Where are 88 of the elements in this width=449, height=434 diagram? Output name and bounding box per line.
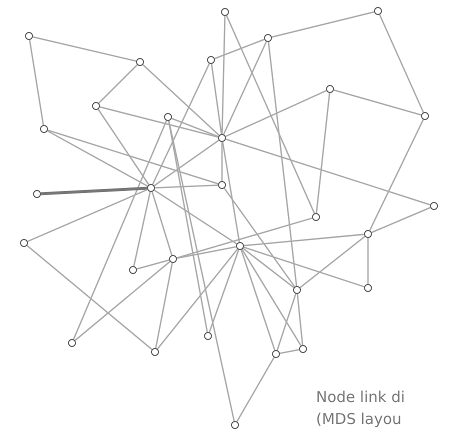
- edge-line: [210, 64, 222, 134]
- graph-node: [430, 202, 438, 210]
- edge-line: [156, 248, 238, 350]
- edge-line: [26, 245, 152, 350]
- edge-line: [226, 15, 316, 214]
- edge-line: [223, 41, 267, 135]
- edge-line: [152, 192, 172, 256]
- graph-node: [264, 34, 272, 42]
- edge-line: [369, 119, 424, 231]
- graph-node: [218, 134, 226, 142]
- graph-node: [374, 7, 382, 15]
- caption-text: (MDS layou: [316, 410, 402, 428]
- edge-line: [221, 142, 223, 181]
- edge-line: [226, 138, 430, 206]
- graph-node: [231, 421, 239, 429]
- graph-node: [364, 230, 372, 238]
- graph-node: [164, 113, 172, 121]
- edge-line: [296, 294, 304, 346]
- graph-node: [40, 125, 48, 133]
- edge-line: [27, 188, 148, 242]
- edge-line: [136, 259, 170, 270]
- edge-line: [98, 108, 150, 186]
- edge-line: [32, 36, 136, 62]
- edge-line: [241, 249, 302, 346]
- graph-node: [299, 345, 307, 353]
- graph-node: [147, 184, 155, 192]
- edge-line: [240, 250, 276, 350]
- edge-line: [47, 130, 148, 187]
- edge-line: [244, 234, 364, 246]
- graph-node: [68, 339, 76, 347]
- edge-line: [142, 64, 220, 136]
- graph-node: [204, 332, 212, 340]
- edge-line: [72, 120, 168, 340]
- edge-line: [28, 40, 44, 126]
- edge-line: [208, 250, 240, 332]
- graph-node: [207, 56, 215, 64]
- graph-node: [151, 348, 159, 356]
- edge-line: [334, 89, 422, 116]
- edge-line: [214, 38, 265, 60]
- edge-line: [171, 118, 219, 138]
- graph-node: [33, 190, 41, 198]
- edge-line: [276, 294, 296, 350]
- edge-line: [272, 11, 374, 38]
- edge-line: [224, 188, 296, 288]
- edge-line: [152, 63, 210, 185]
- edge-line: [316, 92, 330, 214]
- edge-line: [371, 206, 431, 234]
- graph-node: [129, 266, 137, 274]
- graph-node: [236, 242, 244, 250]
- edge-line: [98, 64, 138, 104]
- graph-node: [92, 102, 100, 110]
- graph-node: [272, 350, 280, 358]
- graph-node: [364, 284, 372, 292]
- edge-line: [244, 246, 364, 288]
- graph-node: [169, 255, 177, 263]
- edge-line: [168, 120, 235, 422]
- graph-node: [218, 181, 226, 189]
- edge-line: [154, 184, 218, 189]
- graph-node: [326, 85, 334, 93]
- edge-line: [268, 42, 298, 286]
- edge-line: [221, 16, 226, 134]
- edge-line: [154, 190, 238, 244]
- graph-node: [25, 32, 33, 40]
- edge-line: [176, 217, 312, 259]
- edge-line: [300, 236, 366, 288]
- graph-node: [20, 239, 28, 247]
- graph-node: [136, 58, 144, 66]
- graph-node: [312, 213, 320, 221]
- edge-line: [74, 261, 170, 341]
- edge-line: [367, 238, 369, 284]
- edge-line: [48, 130, 218, 184]
- graph-node: [293, 286, 301, 294]
- edge-line: [100, 106, 218, 138]
- edge-line: [133, 192, 151, 266]
- edge-line: [242, 248, 294, 288]
- edge-line: [222, 142, 240, 242]
- graph-node: [221, 8, 229, 16]
- edge-line: [280, 349, 300, 354]
- edge-line: [236, 357, 275, 422]
- edge-line: [168, 120, 208, 332]
- edge-line: [176, 246, 236, 259]
- caption-text: Node link di: [316, 388, 405, 406]
- edge-line: [379, 14, 424, 113]
- edge-line: [155, 262, 173, 348]
- edge-line: [225, 90, 327, 137]
- edge-line: [154, 140, 220, 186]
- graph-node: [421, 112, 429, 120]
- edge-line: [40, 186, 148, 196]
